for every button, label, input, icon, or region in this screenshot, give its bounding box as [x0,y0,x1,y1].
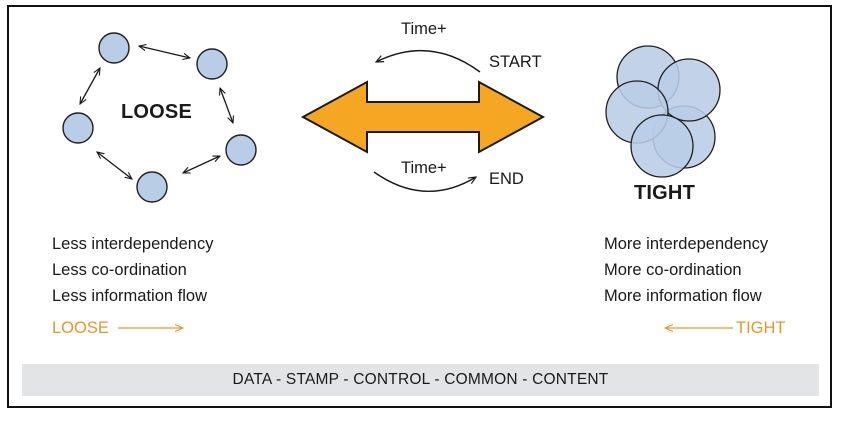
loose-title: LOOSE [121,101,193,123]
loose-link [97,152,132,179]
time-bottom-label: Time+ [401,159,447,177]
loose-node [225,134,257,166]
list-item: More interdependency [604,235,769,253]
time-arc-top [376,49,481,73]
loose-node [196,48,228,80]
loose-link [80,68,100,104]
list-item: Less co-ordination [52,261,187,279]
time-arc-bottom [373,171,476,193]
start-label: START [489,53,542,71]
tight-cluster [605,45,721,178]
tight-properties-list: More interdependency More co-ordination … [604,231,768,309]
loose-node [62,112,94,144]
loose-properties-list: Less interdependency Less co-ordination … [52,231,213,309]
time-top-label: Time+ [401,20,447,38]
list-item: Less interdependency [52,235,214,253]
loose-link [220,88,233,123]
loose-scale-label: LOOSE [52,319,109,337]
coupling-double-arrow [300,80,546,154]
loose-network [62,32,257,203]
list-item: Less information flow [52,287,207,305]
loose-link [139,46,190,58]
tight-scale-label: TIGHT [736,319,786,337]
list-item: More information flow [604,287,762,305]
loose-node [136,171,168,203]
loose-link [183,155,220,174]
loose-node [98,32,130,64]
list-item: More co-ordination [604,261,742,279]
tight-title: TIGHT [634,182,695,204]
coupling-types-bar: DATA - STAMP - CONTROL - COMMON - CONTEN… [22,364,819,396]
end-label: END [489,170,524,188]
